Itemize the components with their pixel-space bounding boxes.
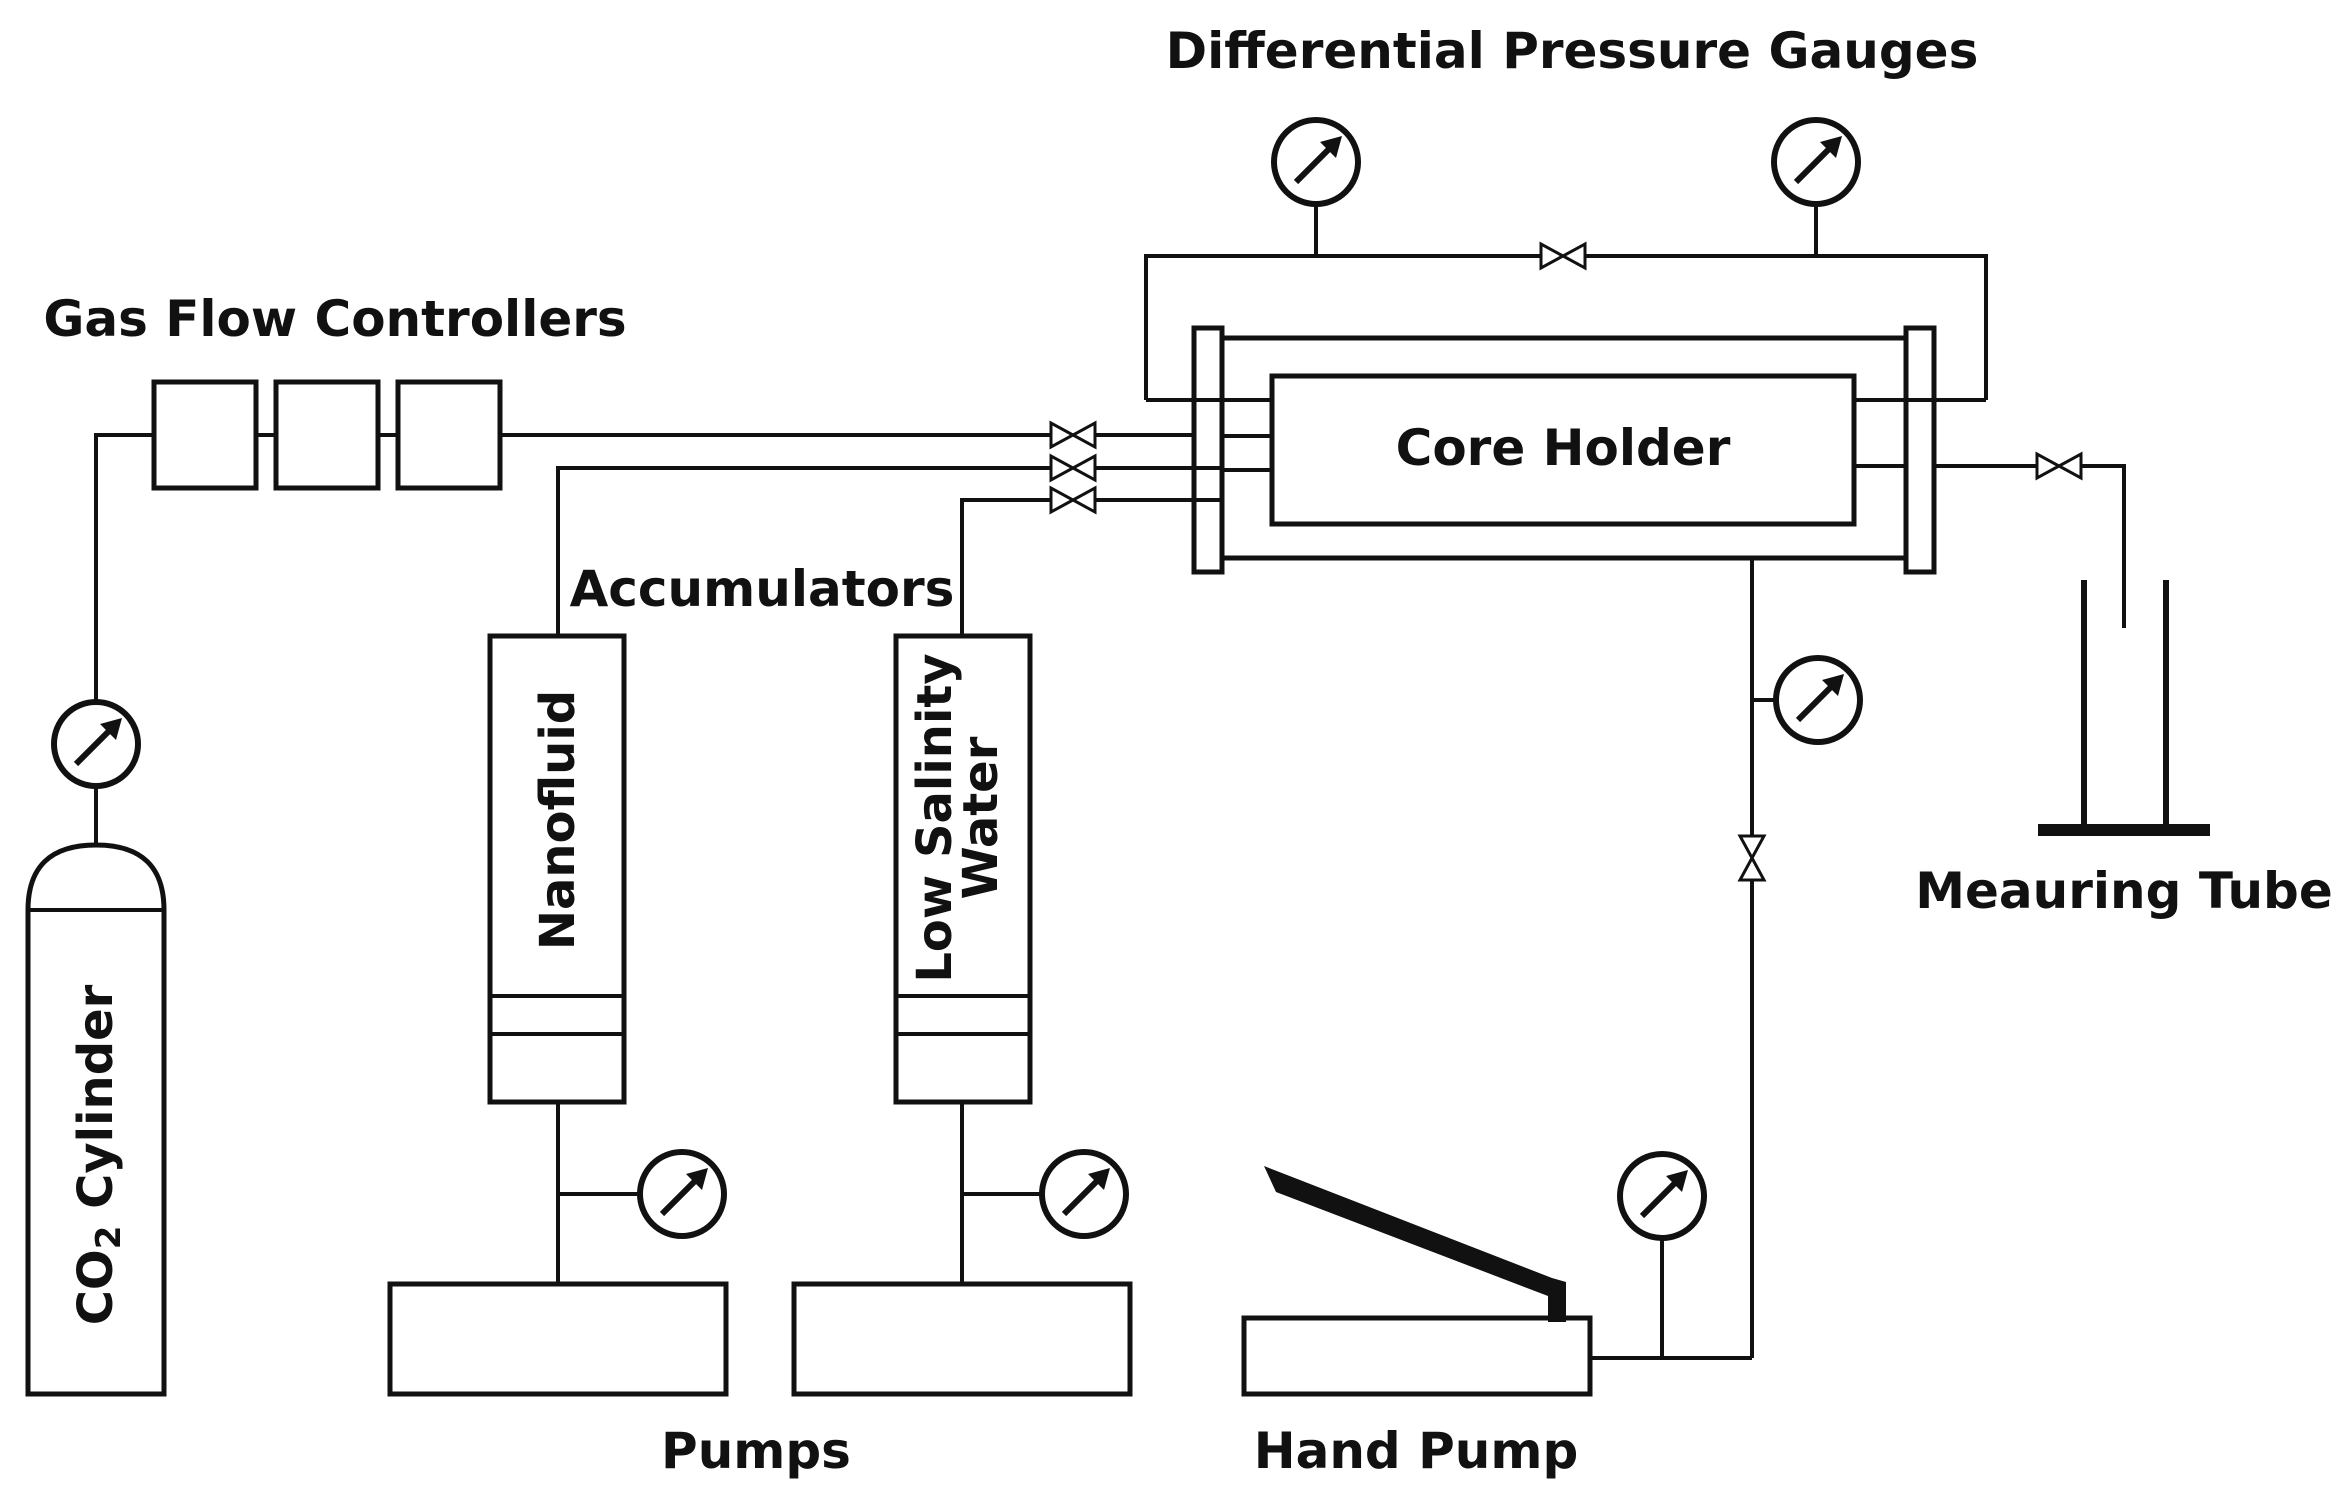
hand-pump-label: Hand Pump	[1254, 1422, 1579, 1480]
gas-flow-controller-3	[395, 379, 503, 491]
measuring-tube	[2038, 580, 2210, 836]
low-salinity-water-accumulator	[893, 633, 1033, 1105]
bypass-valve-icon	[1539, 242, 1587, 270]
core-holder-label: Core Holder	[1396, 419, 1731, 477]
hand-pump-gauge-icon	[1620, 1154, 1704, 1238]
confining-pressure-line	[1738, 558, 1860, 1358]
confining-valve-icon	[1738, 834, 1766, 882]
confining-pressure-gauge-icon	[1776, 658, 1860, 742]
gas-flow-controllers: Gas Flow Controllers	[43, 290, 627, 491]
hand-pump	[1241, 1154, 1752, 1397]
nanofluid-label: Nanofluid	[530, 690, 586, 950]
gas-inlet-valve-icon	[1049, 421, 1097, 449]
low-salinity-inlet-valve-icon	[1049, 486, 1097, 514]
pumps-label: Pumps	[661, 1422, 851, 1480]
low-salinity-line-1: Low Salinity	[907, 653, 963, 982]
co2-cylinder-label: CO2 Cylinder	[68, 984, 129, 1325]
differential-pressure-gauge-left	[1274, 120, 1358, 256]
gas-flow-controller-2	[273, 379, 381, 491]
low-salinity-line-2: Water	[953, 736, 1009, 899]
bypass-loop	[1144, 242, 1988, 400]
differential-pressure-gauge-right	[1774, 120, 1858, 256]
gas-flow-controllers-label: Gas Flow Controllers	[43, 290, 626, 348]
core-holder-right-flange	[1903, 325, 1937, 575]
low-salinity-pump	[791, 1102, 1133, 1397]
differential-pressure-gauges-label: Differential Pressure Gauges	[1166, 22, 1979, 80]
core-holder-body	[1269, 373, 1857, 527]
nanofluid-accumulator: Nanofluid	[487, 633, 627, 1105]
core-holder-assembly: Core Holder	[1146, 325, 1986, 575]
low-salinity-pump-gauge-icon	[1042, 1152, 1126, 1236]
cylinder-gauge-icon	[54, 702, 138, 786]
gas-flow-controller-1	[151, 379, 259, 491]
accumulators-label: Accumulators	[570, 560, 955, 618]
nanofluid-inlet-valve-icon	[1049, 454, 1097, 482]
low-salinity-water-text: Low Salinity Water	[907, 653, 1009, 982]
outlet-line	[1854, 452, 2126, 628]
measuring-tube-label: Meauring Tube	[1915, 862, 2333, 920]
co2-cylinder: CO2 Cylinder	[25, 702, 167, 1397]
core-holder-left-flange	[1191, 325, 1225, 575]
nanofluid-pump-gauge-icon	[640, 1152, 724, 1236]
nanofluid-pump	[387, 1102, 729, 1397]
outlet-valve-icon	[2035, 452, 2083, 480]
